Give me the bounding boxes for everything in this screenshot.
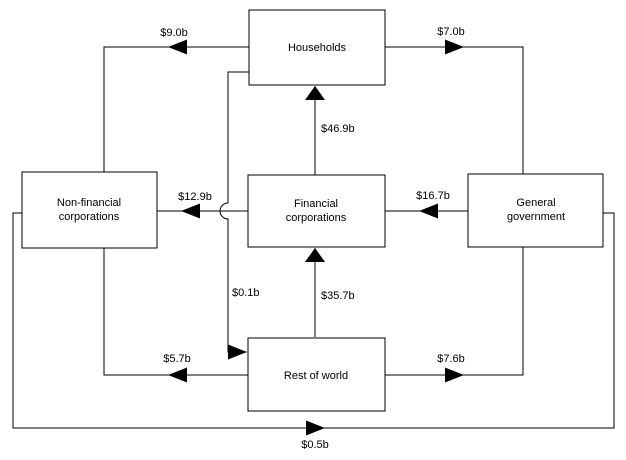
flow-rest-of-world-to-nonfinancial-label: $5.7b	[163, 353, 191, 365]
flow-households-to-nonfinancial-line	[103, 46, 249, 172]
node-households-label: Households	[288, 42, 347, 54]
flow-households-to-rest-of-world-line	[219, 71, 249, 353]
flow-households-to-nonfinancial-arrowhead	[168, 39, 187, 55]
flow-general-government-to-financial: $16.7b	[385, 190, 468, 219]
flow-nonfinancial-to-general-government-arrowhead	[306, 420, 325, 436]
node-households-box	[248, 9, 386, 86]
node-households: Households	[248, 9, 386, 86]
node-non-financial-corporations-label-line1: Non-financial	[57, 197, 121, 209]
node-non-financial-corporations-label-line2: corporations	[59, 211, 120, 223]
node-general-government-box	[467, 173, 604, 248]
node-non-financial-corporations-box	[21, 171, 158, 249]
flow-households-to-general-government-label: $7.0b	[437, 26, 465, 38]
node-general-government-label-line2: government	[507, 211, 565, 223]
flow-households-to-rest-of-world-arrowhead	[228, 344, 247, 360]
flow-households-to-rest-of-world-label: $0.1b	[232, 287, 260, 299]
flow-financial-to-nonfinancial-label: $12.9b	[178, 191, 212, 203]
node-general-government-label-line1: General	[516, 197, 555, 209]
flow-financial-to-nonfinancial-arrowhead	[181, 203, 200, 219]
node-rest-of-world-label: Rest of world	[284, 370, 348, 382]
node-general-government: General government	[467, 173, 604, 248]
flow-households-to-nonfinancial: $9.0b	[103, 27, 249, 172]
flow-households-to-rest-of-world: $0.1b	[219, 71, 260, 360]
node-non-financial-corporations: Non-financial corporations	[21, 171, 158, 249]
flow-households-to-general-government-line	[385, 46, 524, 174]
flow-rest-of-world-to-general-government: $7.6b	[385, 247, 524, 383]
node-rest-of-world-box	[247, 337, 386, 412]
flow-rest-of-world-to-nonfinancial: $5.7b	[103, 248, 248, 383]
node-financial-corporations-label-line1: Financial	[294, 198, 338, 210]
flow-nonfinancial-to-general-government: $0.5b	[12, 212, 615, 451]
flow-general-government-to-financial-arrowhead	[419, 203, 438, 219]
flow-households-to-general-government: $7.0b	[385, 26, 524, 174]
flow-general-government-to-financial-label: $16.7b	[416, 190, 450, 202]
node-financial-corporations-label-line2: corporations	[286, 212, 347, 224]
flow-rest-of-world-to-financial-arrowhead	[305, 248, 325, 262]
flow-households-to-nonfinancial-label: $9.0b	[160, 27, 188, 39]
flow-rest-of-world-to-financial-label: $35.7b	[321, 290, 355, 302]
flow-rest-of-world-to-general-government-line	[385, 247, 524, 376]
flow-rest-of-world-to-general-government-arrowhead	[445, 367, 464, 383]
flow-nonfinancial-to-general-government-label: $0.5b	[301, 439, 329, 451]
flow-rest-of-world-to-financial: $35.7b	[305, 248, 355, 337]
flow-rest-of-world-to-nonfinancial-line	[103, 248, 248, 376]
node-rest-of-world: Rest of world	[247, 337, 386, 412]
flow-rest-of-world-to-general-government-label: $7.6b	[437, 353, 465, 365]
flow-rest-of-world-to-nonfinancial-arrowhead	[168, 367, 187, 383]
flow-financial-to-households: $46.9b	[305, 86, 355, 175]
node-financial-corporations-box	[247, 174, 386, 248]
node-financial-corporations: Financial corporations	[247, 174, 386, 248]
flow-households-to-general-government-arrowhead	[445, 39, 464, 55]
flow-financial-to-nonfinancial: $12.9b	[157, 191, 248, 219]
flow-financial-to-households-label: $46.9b	[321, 123, 355, 135]
flow-financial-to-households-arrowhead	[305, 86, 325, 100]
